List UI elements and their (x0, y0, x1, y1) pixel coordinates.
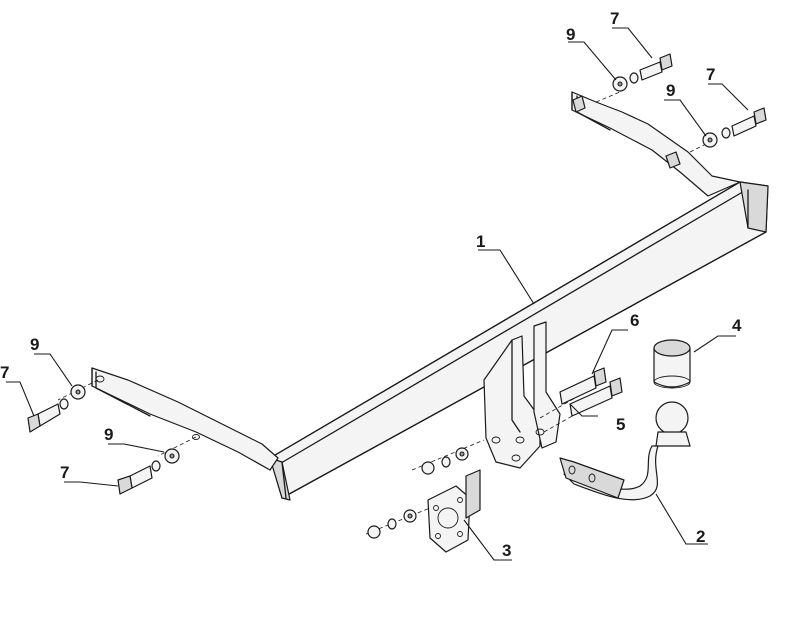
socket-plate (427, 469, 481, 553)
callout-numbers: 1 4 6 5 2 3 9 7 7 9 9 7 9 7 (0, 9, 742, 560)
right-side-bracket (571, 91, 741, 197)
callout-7-top-b: 7 (706, 65, 715, 84)
callout-7-left-a: 7 (0, 363, 9, 382)
tow-ball-neck (559, 401, 691, 501)
callout-4: 4 (732, 316, 742, 335)
ball-cover-cap (653, 339, 691, 389)
hardware-top-right (595, 53, 767, 153)
callout-9-top-a: 9 (566, 25, 575, 44)
callout-6: 6 (630, 311, 639, 330)
callout-5: 5 (616, 415, 625, 434)
left-side-bracket (57, 367, 279, 471)
plate-hardware (365, 439, 485, 539)
callout-leaders (6, 27, 749, 561)
callout-7-left-b: 7 (60, 463, 69, 482)
callout-1: 1 (476, 232, 485, 251)
callout-9-top-b: 9 (666, 81, 675, 100)
center-mounting-plates (483, 321, 605, 469)
center-bolts (559, 367, 623, 417)
callout-2: 2 (696, 527, 705, 546)
callout-3: 3 (502, 541, 511, 560)
callout-9-left-a: 9 (30, 335, 39, 354)
hardware-left (27, 384, 180, 495)
callout-9-left-b: 9 (104, 425, 113, 444)
callout-7-top-a: 7 (610, 9, 619, 28)
